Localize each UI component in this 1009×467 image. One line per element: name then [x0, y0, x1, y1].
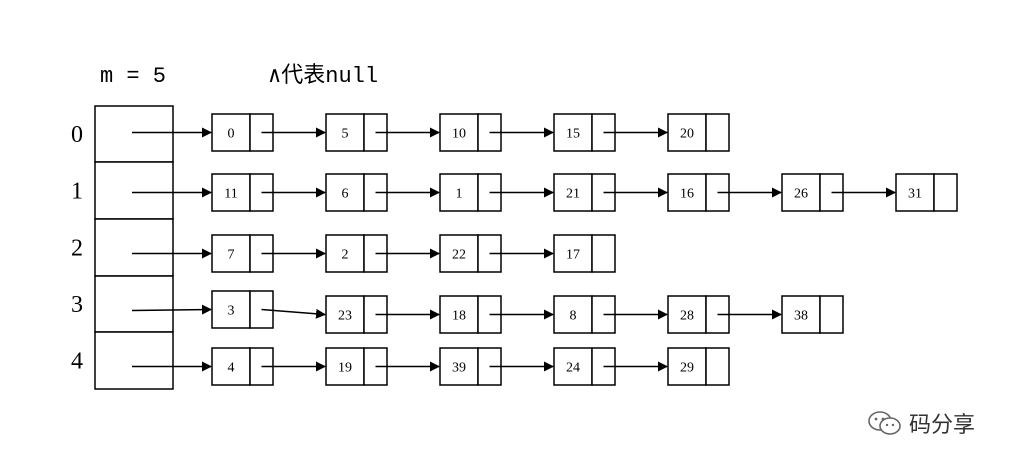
node-value-label: 0 — [228, 127, 235, 142]
bucket-pointer-arrow — [131, 304, 212, 315]
node-value-cell — [553, 347, 593, 386]
node-value-label: 15 — [566, 127, 580, 142]
node-value-cell — [211, 234, 251, 273]
node-value-label: 38 — [794, 309, 808, 324]
node-value-label: 3 — [228, 304, 235, 319]
bucket-index-label: 3 — [71, 292, 83, 318]
bucket-chain: 11 6 1 21 16 26 31 — [132, 173, 958, 212]
bucket-index-label: 4 — [71, 349, 83, 375]
list-node: 8 — [553, 295, 616, 334]
bucket-index-label: 0 — [71, 122, 83, 148]
node-value-label: 19 — [338, 361, 352, 376]
node-value-label: 4 — [228, 361, 235, 376]
list-node: 17 — [553, 234, 616, 273]
node-value-label: 29 — [680, 361, 694, 376]
watermark-text: 码分享 — [908, 413, 975, 438]
list-node: 21 — [553, 173, 616, 212]
node-value-label: 2 — [342, 248, 349, 263]
bucket-index-label: 2 — [71, 236, 83, 262]
node-value-cell — [667, 173, 707, 212]
node-pointer-cell — [705, 113, 730, 152]
node-value-cell — [439, 347, 479, 386]
bucket-chain: 0 5 10 15 20 — [132, 113, 730, 152]
node-value-label: 24 — [566, 361, 580, 376]
node-value-cell — [211, 290, 251, 329]
bucket-index-label: 1 — [71, 179, 83, 205]
list-node: 39 — [439, 347, 502, 386]
node-value-label: 5 — [342, 127, 349, 142]
node-value-cell — [553, 234, 593, 273]
node-value-label: 10 — [452, 127, 466, 142]
node-value-cell — [781, 173, 821, 212]
list-node: 19 — [325, 347, 388, 386]
bucket-chain: 3 23 18 8 28 38 — [131, 290, 844, 334]
bucket-chain: 4 19 39 24 29 — [132, 347, 730, 386]
null-legend: ∧代表null — [268, 63, 378, 89]
node-pointer-cell — [933, 173, 958, 212]
node-pointer-cell — [705, 347, 730, 386]
node-value-label: 26 — [794, 187, 808, 202]
node-value-label: 17 — [566, 248, 580, 263]
bucket-cell — [94, 275, 174, 333]
node-value-label: 39 — [452, 361, 466, 376]
node-value-label: 8 — [570, 309, 577, 324]
list-node: 38 — [781, 295, 844, 334]
list-node: 29 — [667, 347, 730, 386]
node-value-cell — [211, 173, 251, 212]
node-value-label: 18 — [452, 309, 466, 324]
node-value-cell — [667, 347, 707, 386]
bucket-cell — [94, 161, 174, 220]
list-node: 20 — [667, 113, 730, 152]
node-value-cell — [439, 234, 479, 273]
node-value-label: 16 — [680, 187, 694, 202]
node-value-cell — [667, 295, 707, 334]
node-value-cell — [211, 347, 251, 386]
node-value-label: 31 — [908, 187, 922, 202]
node-value-label: 22 — [452, 248, 466, 263]
node-value-label: 7 — [228, 248, 235, 263]
list-node: 5 — [325, 113, 388, 152]
watermark: 码分享 — [867, 407, 975, 439]
wechat-icon — [868, 411, 901, 435]
node-value-label: 21 — [566, 187, 580, 202]
node-pointer-cell — [819, 295, 844, 334]
node-value-label: 1 — [456, 187, 463, 202]
node-value-cell — [439, 295, 479, 334]
node-value-label: 28 — [680, 309, 694, 324]
node-value-cell — [553, 113, 593, 152]
node-value-label: 6 — [342, 187, 349, 202]
node-value-label: 11 — [224, 187, 237, 202]
node-value-cell — [553, 295, 593, 334]
modulus-label: m = 5 — [100, 64, 166, 89]
bucket-cell — [94, 331, 174, 390]
node-value-cell — [325, 295, 365, 334]
bucket-cell — [94, 218, 174, 277]
bucket-cell — [94, 105, 174, 163]
node-pointer-cell — [591, 234, 616, 273]
node-value-label: 23 — [338, 309, 352, 324]
list-node: 31 — [895, 173, 958, 212]
next-pointer-arrow — [261, 308, 326, 319]
node-value-cell — [667, 113, 707, 152]
node-value-cell — [325, 113, 365, 152]
bucket-array: 0 1 2 3 4 — [71, 105, 174, 390]
node-value-cell — [325, 347, 365, 386]
node-value-cell — [325, 173, 365, 212]
node-value-cell — [781, 295, 821, 334]
node-value-label: 20 — [680, 127, 694, 142]
node-value-cell — [439, 173, 479, 212]
